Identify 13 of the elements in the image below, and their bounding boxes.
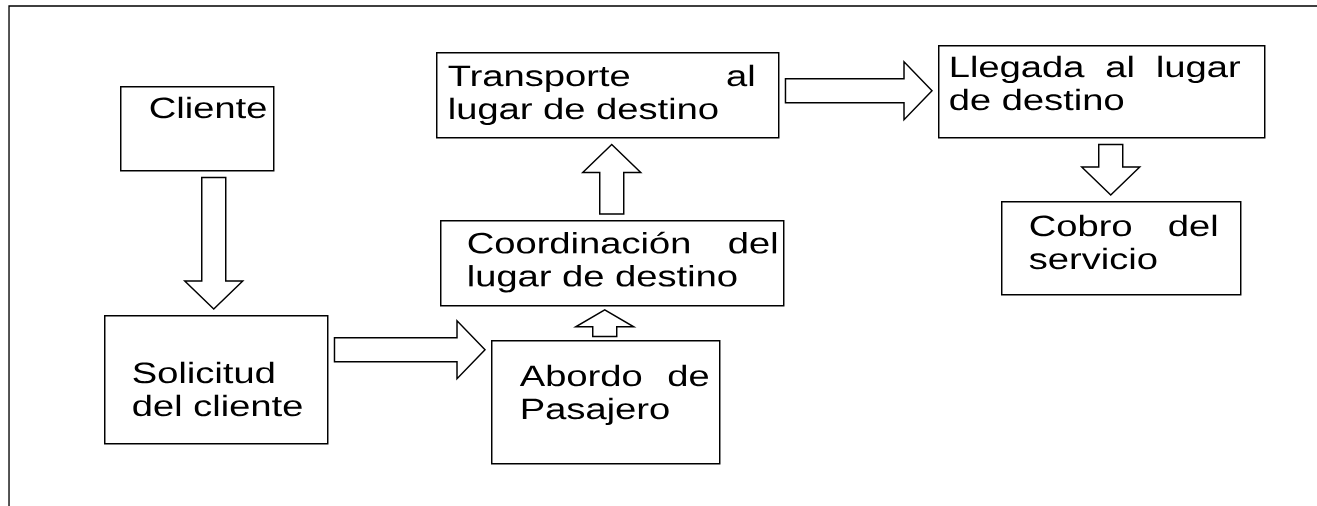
process-box: Abordo de Pasajero (491, 340, 721, 465)
process-box: Coordinación del lugar de destino (440, 220, 785, 307)
process-box: Cliente (120, 86, 275, 172)
process-box: Transporte al lugar de destino (436, 52, 780, 139)
block-arrow (580, 143, 643, 215)
block-arrow (784, 59, 934, 122)
process-box: Cobro del servicio (1001, 201, 1242, 296)
block-arrow (1079, 143, 1142, 196)
process-box: Llegada al lugar de destino (938, 45, 1266, 139)
block-arrow (573, 309, 637, 338)
process-box: Solicitud del cliente (104, 315, 329, 445)
block-arrow (333, 318, 487, 381)
block-arrow (182, 176, 245, 311)
